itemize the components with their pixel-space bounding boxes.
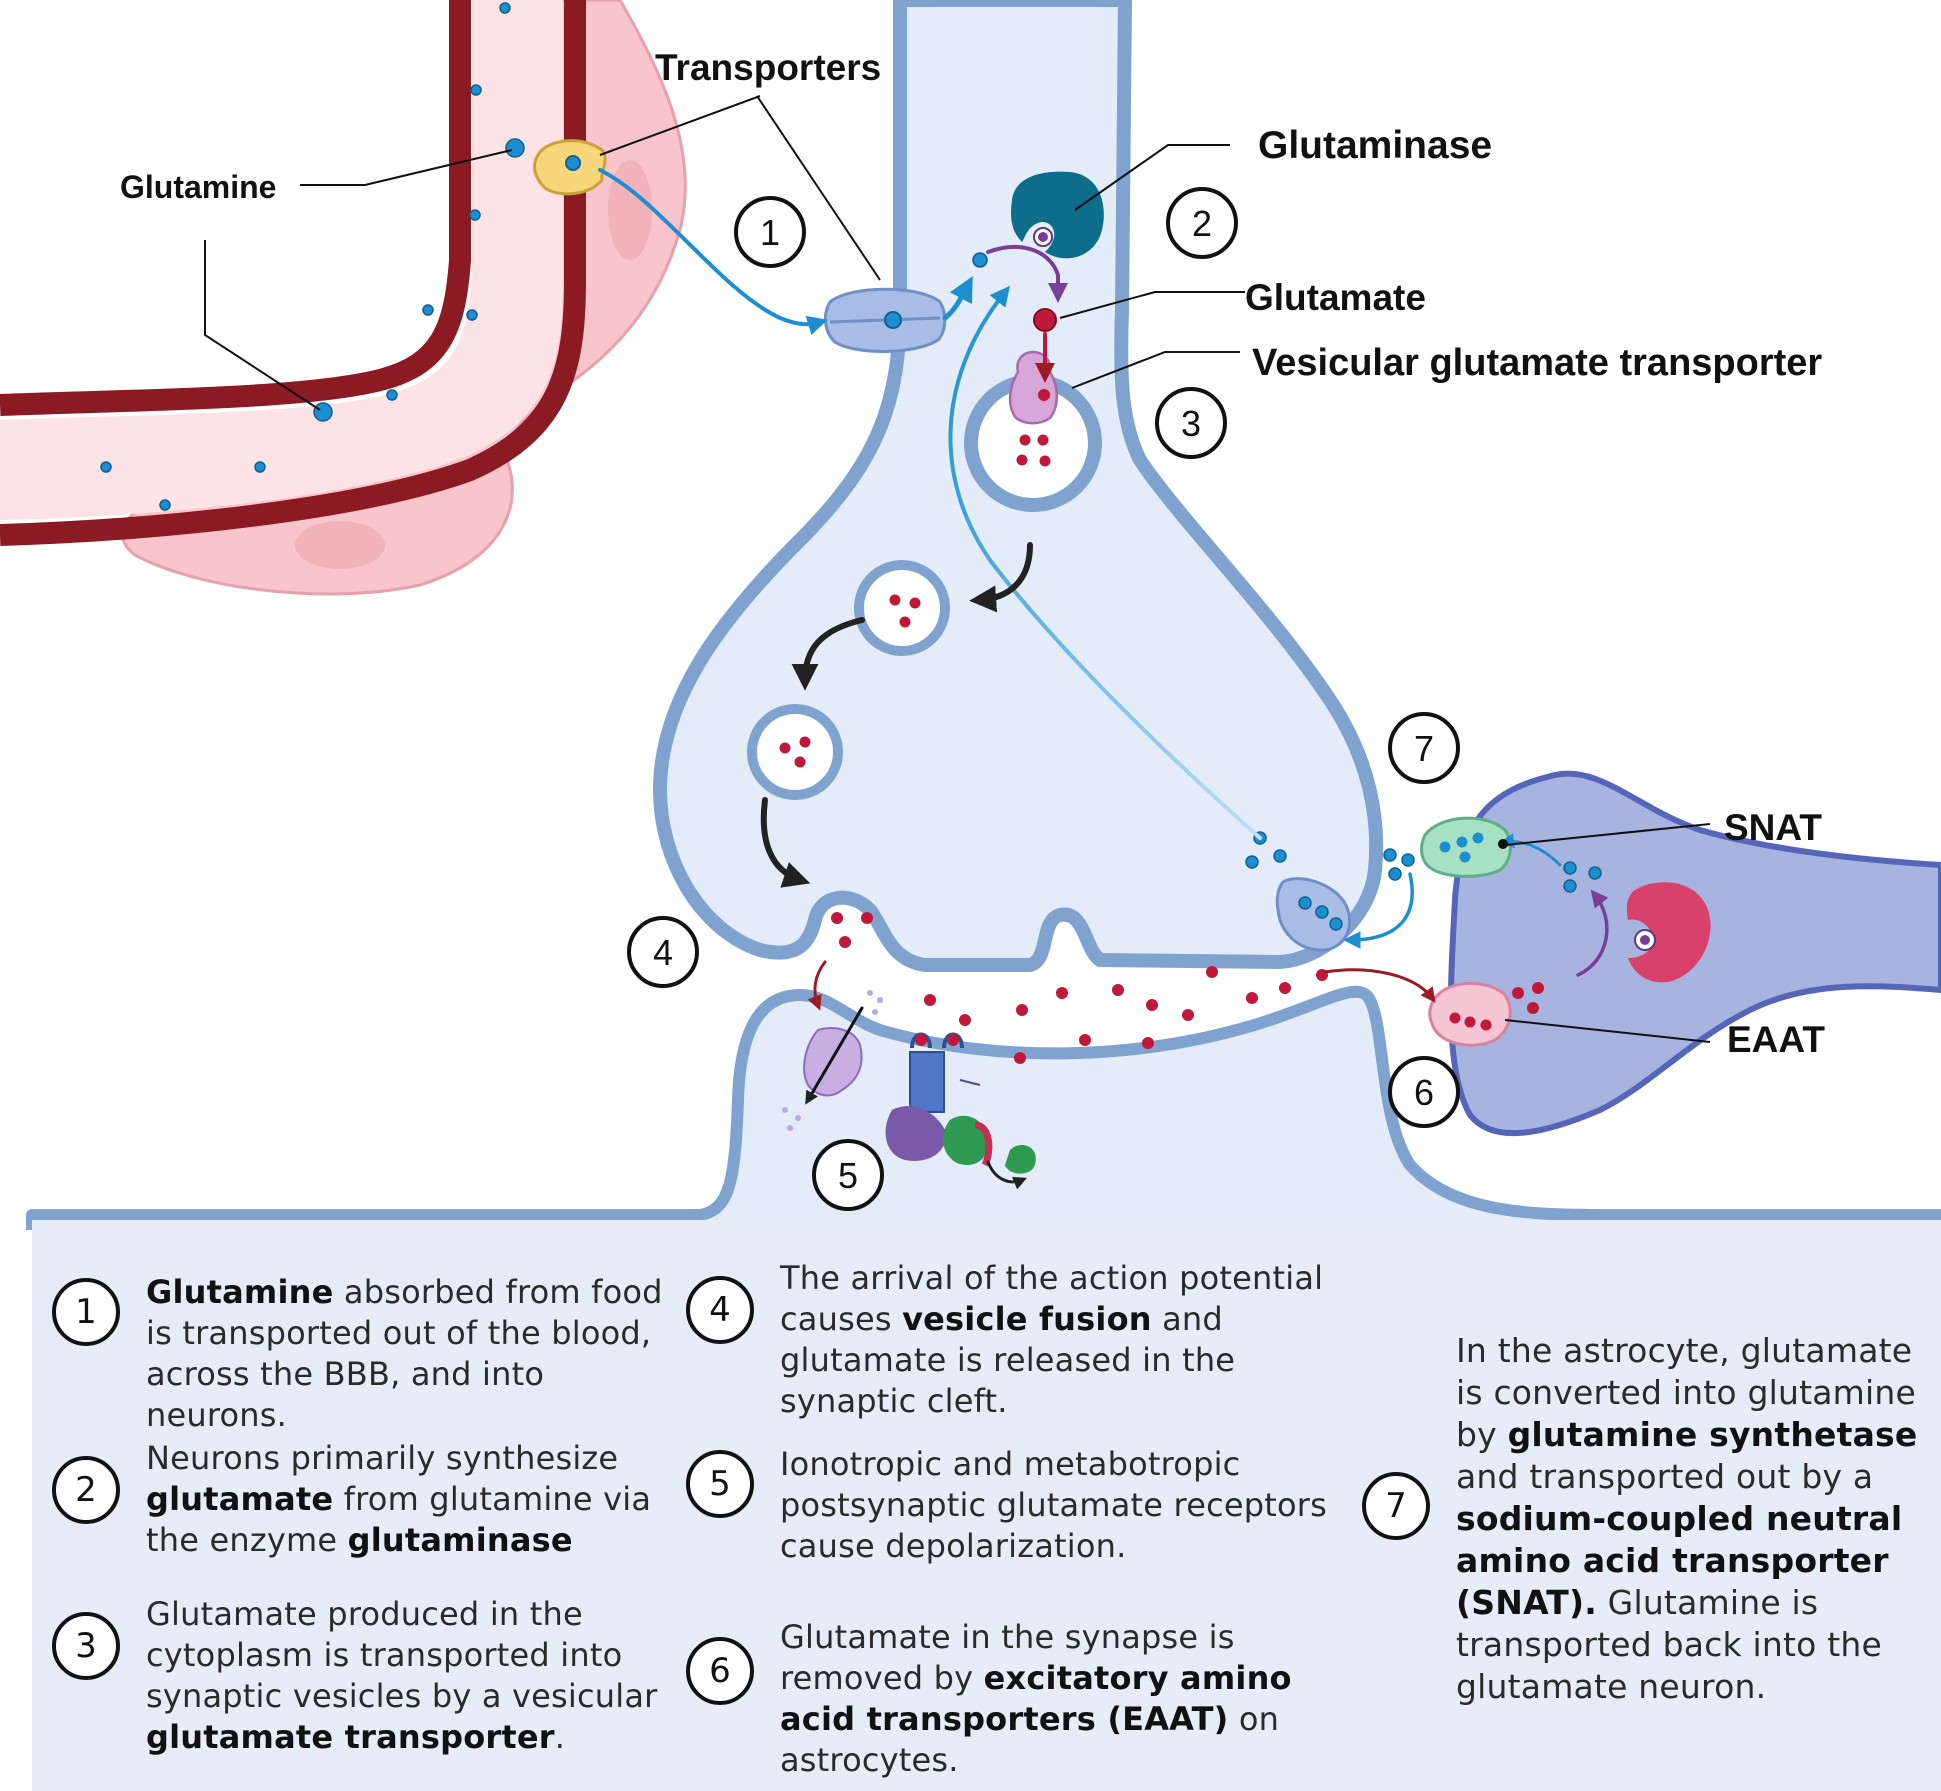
svg-text:2: 2 xyxy=(1192,203,1212,244)
legend-item-3: 3 Glutamate produced in the cytoplasm is… xyxy=(52,1595,692,1758)
legend-text-run: Glutamate produced in the cytoplasm is t… xyxy=(146,1595,658,1715)
legend-number-1: 1 xyxy=(52,1278,120,1346)
neuron-glutamine-transporter xyxy=(823,287,947,353)
legend-bold-run: glutaminase xyxy=(347,1521,573,1559)
legend-text-7: In the astrocyte, glutamate is converted… xyxy=(1456,1330,1922,1708)
neuron-reuptake-transporter xyxy=(1275,877,1351,952)
legend-text-run: from glutamine via the enzyme xyxy=(146,1480,652,1559)
legend-bold-run: vesicle fusion xyxy=(902,1300,1152,1338)
legend-number-2: 2 xyxy=(52,1456,120,1524)
legend-text-4: The arrival of the action potential caus… xyxy=(780,1258,1346,1422)
step-marker-5: 5 xyxy=(812,1139,884,1211)
eaat-transporter xyxy=(1428,981,1512,1047)
legend-bold-run: glutamate xyxy=(146,1480,334,1518)
legend-number-3: 3 xyxy=(52,1612,120,1680)
legend-number-6: 6 xyxy=(686,1637,754,1705)
legend-item-7: 7 In the astrocyte, glutamate is convert… xyxy=(1362,1331,1922,1708)
svg-text:4: 4 xyxy=(653,932,673,973)
legend-bold-run: glutamine synthetase xyxy=(1507,1415,1918,1454)
svg-text:6: 6 xyxy=(1414,1072,1434,1113)
postsynaptic-neuron xyxy=(26,985,1941,1230)
travelling-vesicles xyxy=(747,560,950,800)
legend-text-6: Glutamate in the synapse is removed by e… xyxy=(780,1617,1366,1781)
legend-item-2: 2 Neurons primarily synthesize glutamate… xyxy=(52,1439,672,1561)
legend-item-6: 6 Glutamate in the synapse is removed by… xyxy=(686,1618,1366,1781)
legend-text-run: absorbed from food is transported out of… xyxy=(146,1273,663,1434)
legend-text-run: . xyxy=(554,1718,566,1756)
released-glutamate-dots xyxy=(831,912,1328,1064)
returning-glutamine-dots xyxy=(1245,831,1602,893)
legend-text-run: Neurons primarily synthesize xyxy=(146,1439,619,1477)
label-glutaminase: Glutaminase xyxy=(1258,124,1492,167)
legend-bold-run: glutamate transporter xyxy=(146,1718,555,1756)
step-marker-7: 7 xyxy=(1388,712,1460,784)
legend-text-run: Glutamate in the synapse is removed by xyxy=(780,1618,1235,1697)
snat-transporter xyxy=(1420,816,1512,878)
svg-text:7: 7 xyxy=(1414,728,1434,769)
blood-glutamine-dots xyxy=(100,2,525,511)
legend-text-run: In the astrocyte, glutamate is converted… xyxy=(1456,1331,1917,1454)
step-marker-6: 6 xyxy=(1388,1056,1460,1128)
blood-vessel xyxy=(0,0,687,596)
label-glutamine: Glutamine xyxy=(120,169,276,205)
svg-text:3: 3 xyxy=(1181,403,1201,444)
legend-bold-run: sodium-coupled neutral amino acid transp… xyxy=(1456,1499,1903,1622)
leader-lines xyxy=(204,95,1711,1043)
vesicle-with-transporter xyxy=(964,350,1102,512)
glutaminase-enzyme xyxy=(1011,171,1104,259)
label-snat: SNAT xyxy=(1724,807,1822,848)
legend-panel xyxy=(32,1220,1941,1791)
legend-text-run: and transported out by a xyxy=(1456,1457,1874,1496)
legend-text-3: Glutamate produced in the cytoplasm is t… xyxy=(146,1594,692,1758)
label-vesicular-glutamate-transporter: Vesicular glutamate transporter xyxy=(1252,342,1822,384)
postsynaptic-receptors xyxy=(782,990,1036,1174)
glutamate-cycle-diagram: Transporters Glutamine Glutaminase Gluta… xyxy=(0,0,1941,1230)
legend-item-1: 1 Glutamine absorbed from food is transp… xyxy=(52,1273,672,1436)
step-marker-1: 1 xyxy=(734,196,806,268)
legend-number-7: 7 xyxy=(1362,1472,1430,1540)
legend-number-4: 4 xyxy=(686,1276,754,1344)
glutamate-molecule xyxy=(1033,308,1057,332)
svg-text:5: 5 xyxy=(838,1155,858,1196)
legend-number-5: 5 xyxy=(686,1450,754,1518)
astrocyte-glutamate-dots xyxy=(1512,982,1544,1014)
legend-text-1: Glutamine absorbed from food is transpor… xyxy=(146,1272,672,1436)
glutamine-synthetase-enzyme xyxy=(1626,882,1711,983)
label-eaat: EAAT xyxy=(1727,1019,1825,1060)
legend-item-4: 4 The arrival of the action potential ca… xyxy=(686,1259,1346,1422)
svg-text:1: 1 xyxy=(760,212,780,253)
legend-text-run: Glutamine is transported back into the g… xyxy=(1456,1583,1882,1706)
legend-bold-run: excitatory amino acid transporters (EAAT… xyxy=(780,1659,1292,1738)
label-glutamate: Glutamate xyxy=(1245,277,1426,318)
legend-text-run: The arrival of the action potential caus… xyxy=(780,1259,1324,1338)
legend-text-run: on astrocytes. xyxy=(780,1700,1280,1779)
legend-item-5: 5 Ionotropic and metabotropic postsynapt… xyxy=(686,1445,1346,1567)
label-transporters: Transporters xyxy=(655,47,881,88)
legend-bold-run: Glutamine xyxy=(146,1273,334,1311)
legend-text-5: Ionotropic and metabotropic postsynaptic… xyxy=(780,1444,1346,1567)
step-marker-4: 4 xyxy=(627,916,699,988)
step-markers: 1 2 3 4 5 6 7 xyxy=(627,187,1460,1211)
flow-arrows xyxy=(598,168,1609,1190)
step-marker-3: 3 xyxy=(1155,387,1227,459)
neuron-glutamine-molecule xyxy=(972,252,988,268)
step-marker-2: 2 xyxy=(1166,187,1238,259)
legend-text-run: Ionotropic and metabotropic postsynaptic… xyxy=(780,1445,1328,1565)
legend-text-run: and glutamate is released in the synapti… xyxy=(780,1300,1236,1420)
vessel-transporter xyxy=(533,139,607,196)
legend-text-2: Neurons primarily synthesize glutamate f… xyxy=(146,1438,672,1561)
